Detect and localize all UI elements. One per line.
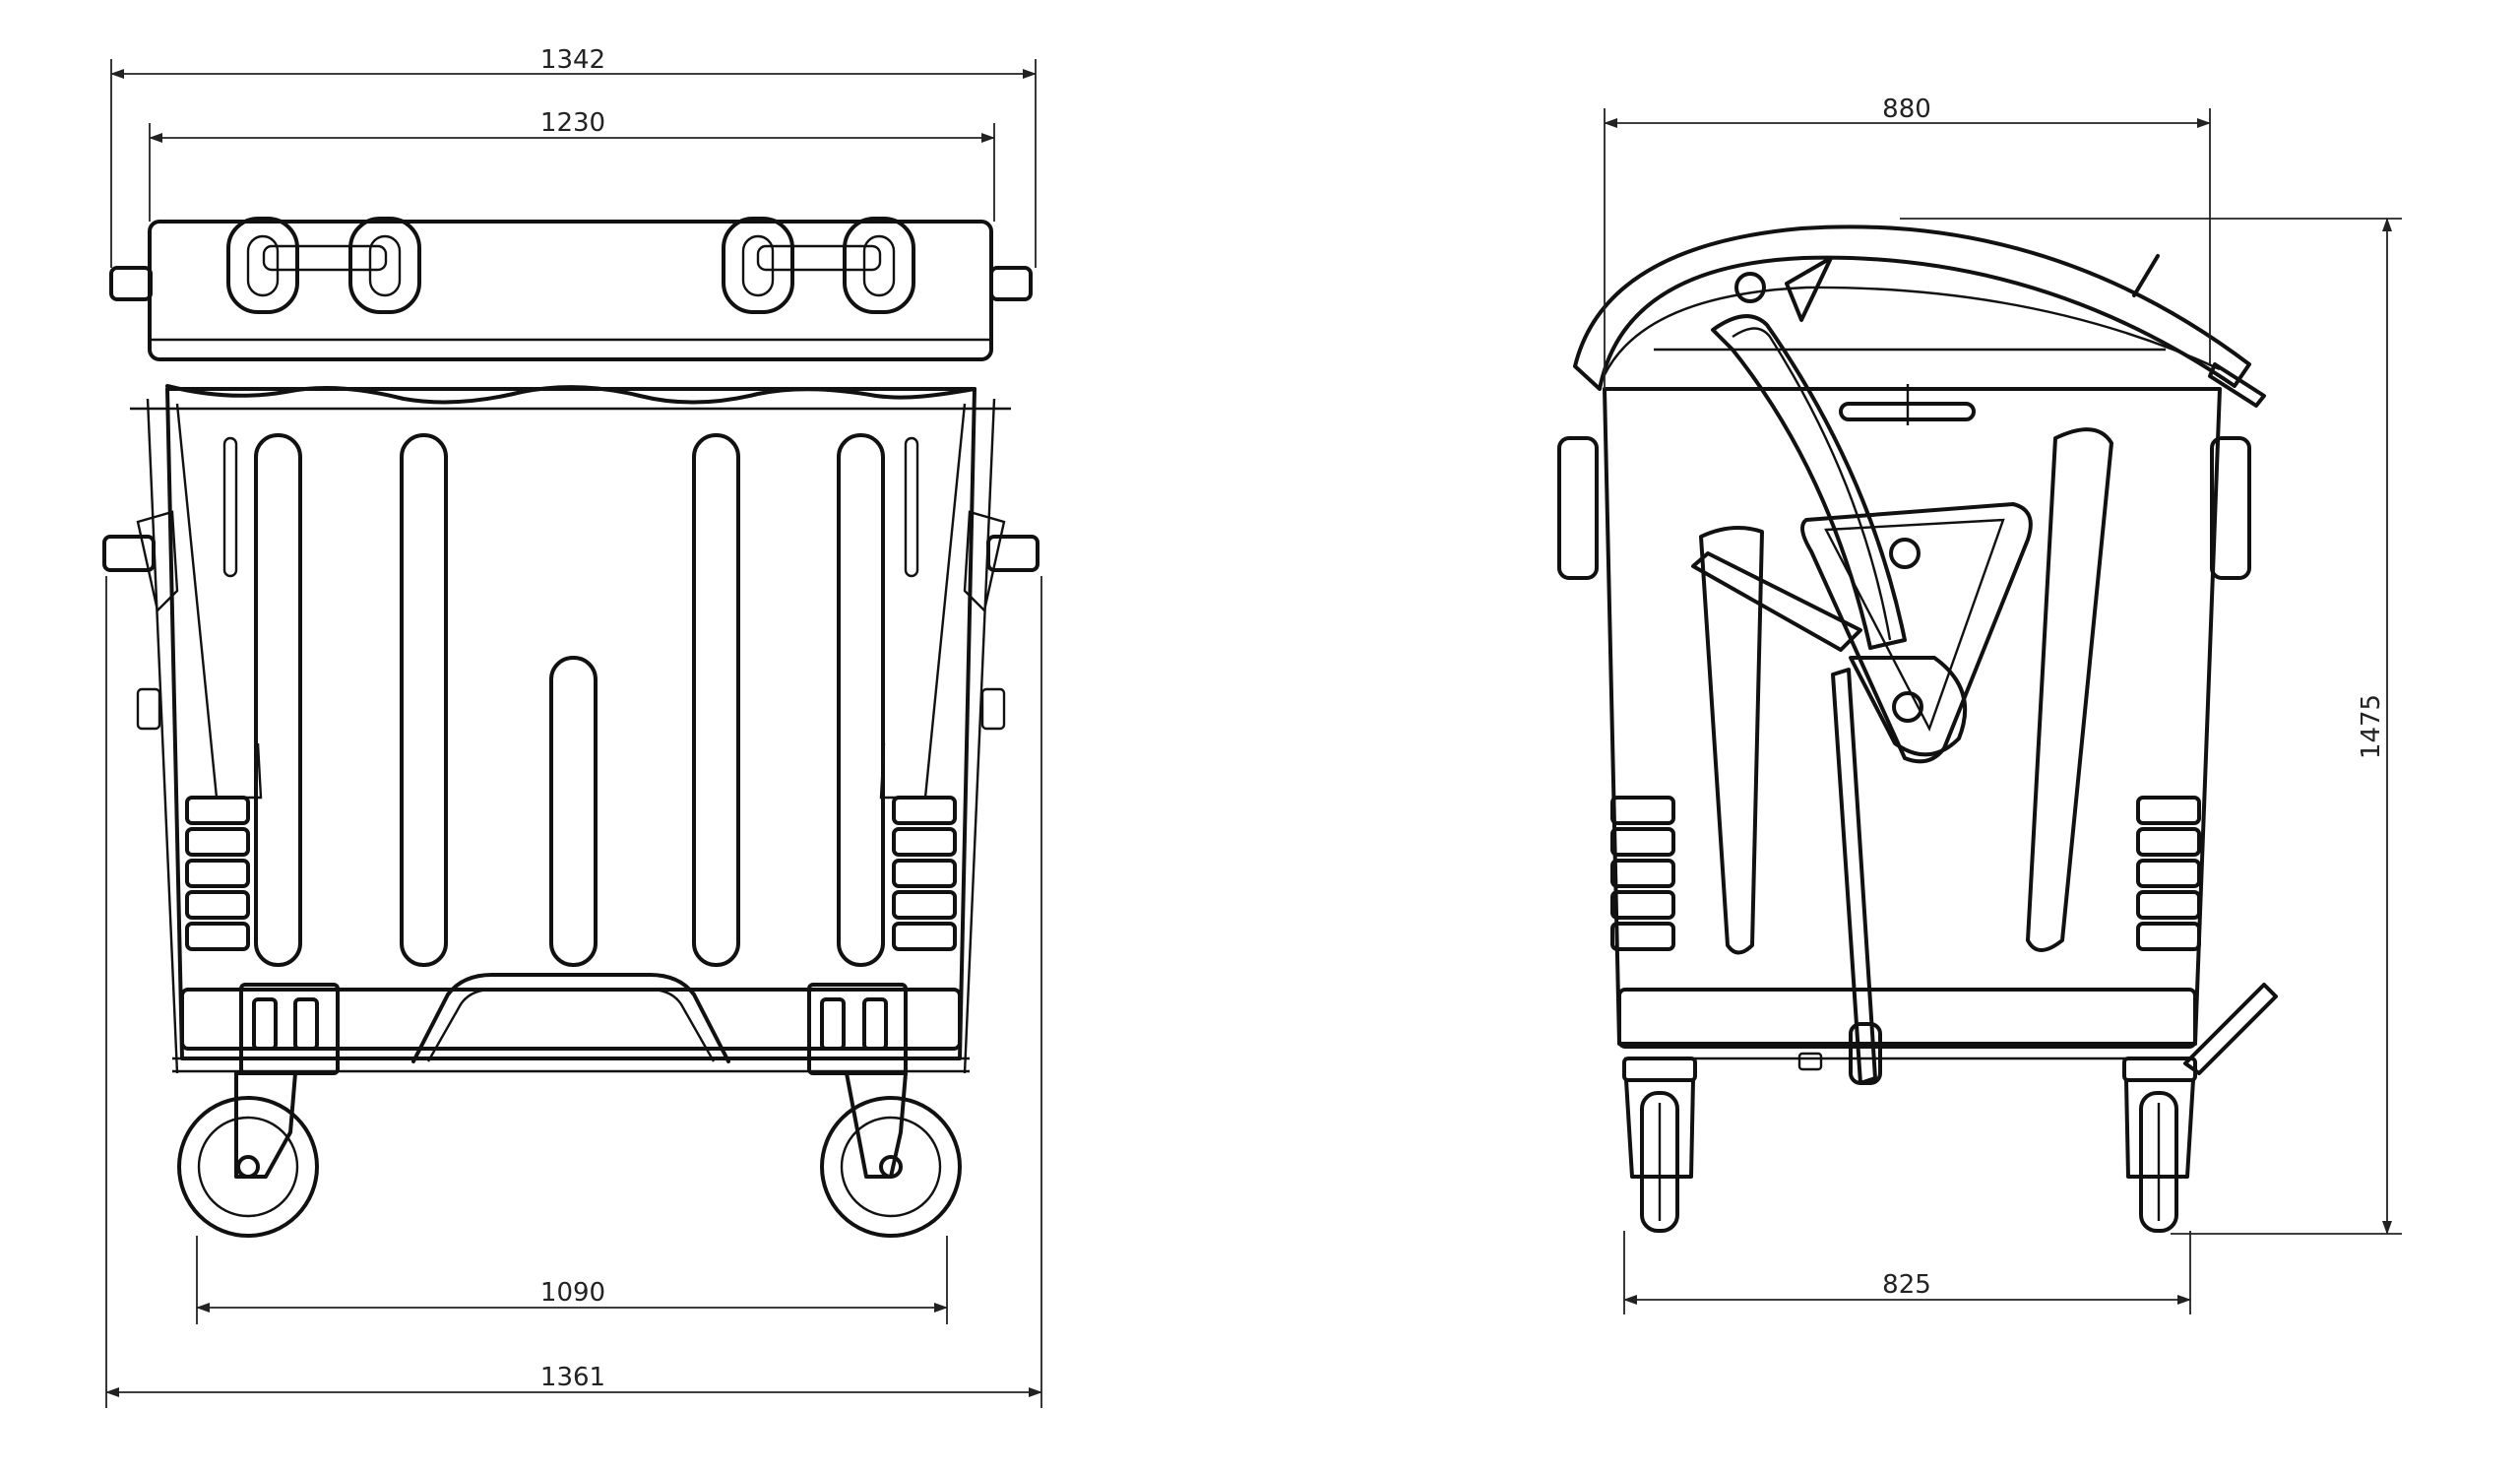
front-push-handle [411,973,730,1063]
dim-side-wheelbase: 825 [1882,1270,1931,1300]
front-dimensions: 1342 1230 1090 1361 [105,45,1042,1408]
front-comb-right [892,796,957,951]
side-handle-left [1557,436,1599,580]
dim-front-top-inner: 1230 [540,108,605,138]
front-ribs [222,433,919,967]
front-view [102,217,1040,1238]
side-caster-right [2122,1057,2197,1233]
front-comb-left [185,796,250,951]
side-handle-right [2210,436,2251,580]
dim-front-overall: 1361 [540,1363,605,1392]
front-trunnion-right [986,535,1040,572]
front-body [165,387,976,1060]
front-trunnion-left [102,535,156,572]
side-body [1603,387,2222,1046]
lid-opening-mechanism [1691,256,2033,1085]
side-view [1557,224,2278,1233]
side-comb-right [2136,796,2201,951]
side-comb-left [1610,796,1675,951]
front-caster-right [820,1071,962,1238]
dim-front-top-outer: 1342 [540,45,605,75]
lid-handle-right [722,217,915,314]
side-dimensions: 880 1475 825 [1604,95,2402,1314]
dim-side-height: 1475 [2357,694,2386,759]
dim-side-top: 880 [1882,95,1931,124]
dim-front-wheelbase: 1090 [540,1278,605,1308]
side-caster-left [1622,1057,1697,1233]
side-lid [1573,224,2251,391]
lid-handle-left [226,217,421,314]
front-caster-left [177,1071,319,1238]
